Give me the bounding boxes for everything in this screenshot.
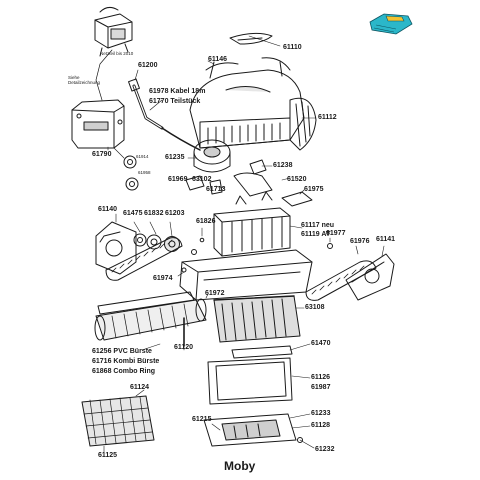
detail-connectors-drawing <box>113 147 139 191</box>
right-track-drawing <box>305 260 377 301</box>
left-side-panel-drawing <box>95 221 137 275</box>
power-supply-drawing <box>94 6 133 57</box>
filter-frame-drawing <box>207 345 293 405</box>
robot-thumbnail <box>369 13 413 35</box>
label-61233: 61233 <box>311 410 331 417</box>
side-grille-drawing <box>289 97 317 151</box>
label-61141: 61141 <box>376 236 396 243</box>
leader-lines <box>103 35 385 453</box>
label-61215: 61215 <box>192 416 212 423</box>
motor-block-drawing <box>213 191 291 257</box>
label-61125: 61125 <box>98 452 118 459</box>
label-brush-combo: 61868 Combo Ring <box>92 368 156 375</box>
label-63102: 63102 <box>192 176 212 183</box>
label-61977: 61977 <box>326 230 346 237</box>
label-61987: 61987 <box>311 384 331 391</box>
chassis-drawing <box>179 237 313 301</box>
label-61238: 61238 <box>273 162 293 169</box>
label-61203: 61203 <box>165 210 185 217</box>
label-detail-a: 61914 <box>136 154 149 159</box>
gear-set-drawing <box>133 233 180 252</box>
label-61972: 61972 <box>205 290 225 297</box>
label-61832: 61832 <box>144 210 164 217</box>
label-brush-combi: 61716 Kombi Bürste <box>92 358 160 365</box>
label-61976: 61976 <box>350 238 370 245</box>
label-61112: 61112 <box>318 114 337 121</box>
label-cable: 61978 Kabel 18m <box>149 88 206 95</box>
label-61126: 61126 <box>311 374 331 381</box>
label-61790: 61790 <box>92 151 112 158</box>
top-cover-drawing <box>189 57 305 149</box>
label-brush-pvc: 61256 PVC Bürste <box>92 348 152 355</box>
handle-drawing <box>229 32 273 45</box>
label-61713: 61713 <box>206 186 226 193</box>
label-61974: 61974 <box>153 275 173 282</box>
control-box-drawing <box>71 99 125 149</box>
label-61235: 61235 <box>165 154 185 161</box>
label-61200: 61200 <box>138 62 158 69</box>
right-side-panel-drawing <box>345 253 395 301</box>
cable-swivel-drawing <box>128 78 201 151</box>
label-see-hint: Siehe <box>68 75 80 80</box>
small-fastener-drawing <box>181 243 333 273</box>
label-61140: 61140 <box>98 206 118 213</box>
label-detail-b: 61958 <box>138 170 151 175</box>
filter-cartridge-drawing <box>213 295 301 343</box>
impeller-parts-drawing <box>185 159 313 207</box>
label-61975: 61975 <box>304 186 324 193</box>
model-title: Moby <box>224 459 256 473</box>
label-61475: 61475 <box>123 210 143 217</box>
label-61128: 61128 <box>311 422 331 429</box>
label-61117: 61117 neu <box>301 222 335 229</box>
brush-roller-drawing <box>94 291 207 341</box>
label-61146: 61146 <box>208 56 228 63</box>
label-power-supply-note: Netzteil bis 2010 <box>100 51 134 56</box>
label-detail-hint: Detailzeichnung <box>68 80 101 85</box>
label-61826: 61826 <box>196 218 216 225</box>
filter-basket-drawing <box>81 395 155 447</box>
label-61470: 61470 <box>311 340 331 347</box>
left-track-drawing <box>105 237 183 281</box>
label-61124: 61124 <box>130 384 150 391</box>
label-swivel: 61770 Teilstück <box>149 98 201 105</box>
label-61520: 61520 <box>287 176 307 183</box>
label-61119: 61119 AT <box>301 231 331 238</box>
label-61110: 61110 <box>283 44 302 51</box>
bottom-plate-drawing <box>203 413 303 447</box>
label-61120: 61120 <box>174 344 194 351</box>
label-63108: 63108 <box>305 304 325 311</box>
label-61232: 61232 <box>315 446 335 453</box>
label-61969: 61969 <box>168 176 188 183</box>
pump-motor-drawing <box>193 139 231 173</box>
power-cable-line <box>95 49 113 101</box>
